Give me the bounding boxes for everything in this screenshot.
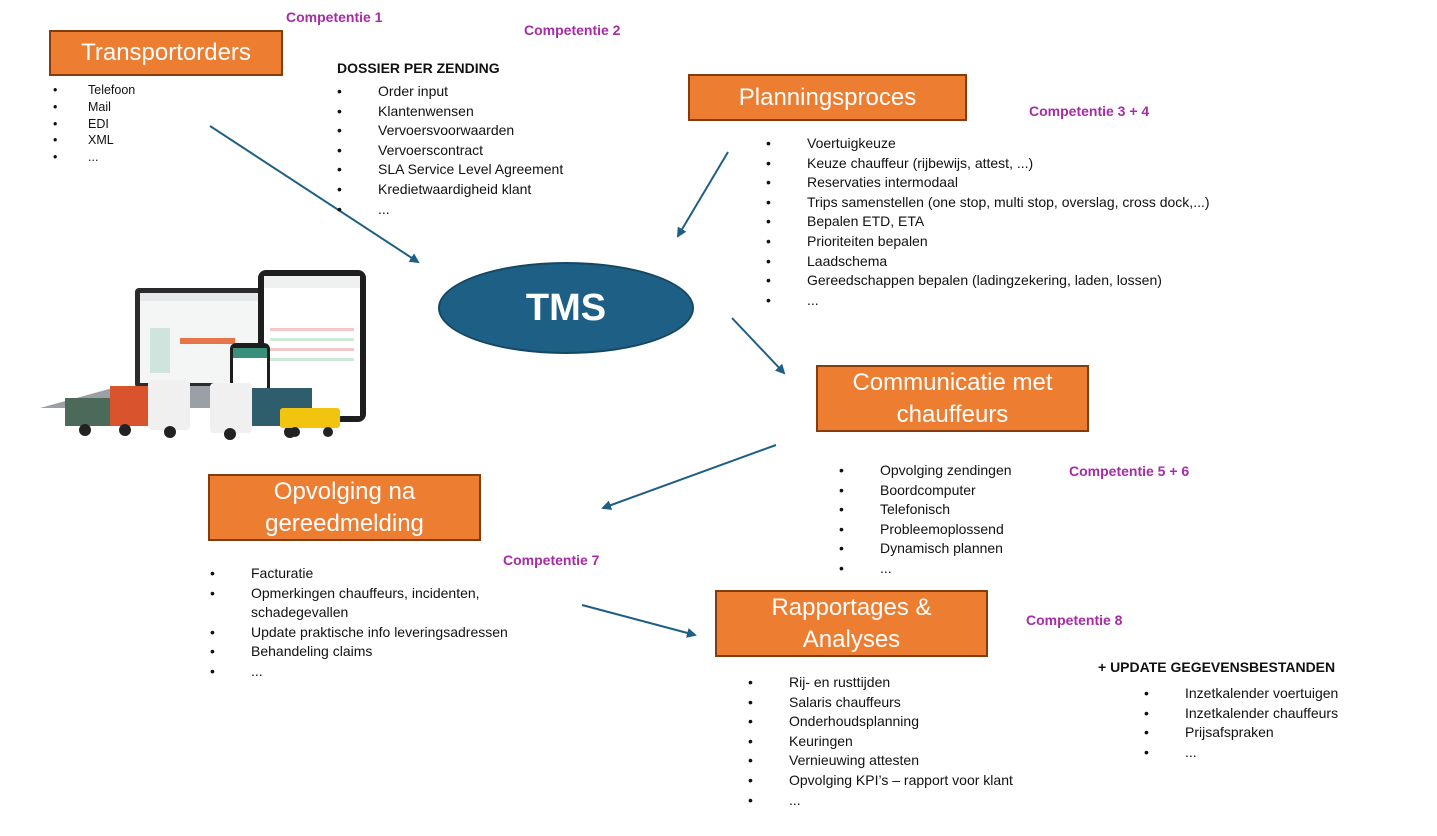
competence-7-label: Competentie 7 [503,552,600,568]
list-item: Vervoerscontract [337,141,563,161]
list-item: Boordcomputer [839,481,1012,501]
update-list: Inzetkalender voertuigen Inzetkalender c… [1144,684,1338,762]
tms-devices-trucks-illustration [40,270,366,440]
arrow-planning-to-tms [676,151,729,238]
planningsproces-title: Planningsproces [738,83,917,111]
arrow-communicatie-to-opvolging [601,444,777,510]
competence-2-label: Competentie 2 [524,22,621,38]
list-item: Salaris chauffeurs [748,693,1013,713]
list-item: ... [337,200,563,220]
planning-list: Voertuigkeuze Keuze chauffeur (rijbewijs… [766,134,1210,310]
opvolging-box: Opvolging na gereedmelding [208,474,481,541]
rapportages-list: Rij- en rusttijden Salaris chauffeurs On… [748,673,1013,810]
list-item: Probleemoplossend [839,520,1012,540]
list-item: Update praktische info leveringsadressen [210,623,508,643]
list-item: Inzetkalender voertuigen [1144,684,1338,704]
arrow-tms-to-communicatie [731,317,786,375]
competence-3-4-label: Competentie 3 + 4 [1029,103,1150,119]
update-heading: + UPDATE GEGEVENSBESTANDEN [1098,659,1336,675]
list-item: Onderhoudsplanning [748,712,1013,732]
list-item: Kredietwaardigheid klant [337,180,563,200]
tms-label: TMS [525,286,607,329]
arrow-opvolging-to-rapportages [581,604,697,638]
list-item-continuation: schadegevallen [251,604,349,621]
competence-8-label: Competentie 8 [1026,612,1123,628]
opvolging-title-line2: gereedmelding [265,509,424,537]
list-item: Bepalen ETD, ETA [766,212,1210,232]
list-item: Keuringen [748,732,1013,752]
list-item: ... [748,791,1013,811]
truck-icon [65,380,340,440]
transportorders-box: Transportorders [49,30,283,76]
list-item: XML [53,132,135,149]
list-item: Order input [337,82,563,102]
list-item: Prioriteiten bepalen [766,232,1210,252]
list-item: ... [839,559,1012,579]
list-item: ... [210,662,508,682]
list-item: Klantenwensen [337,102,563,122]
planningsproces-box: Planningsproces [688,74,967,121]
list-item: Mail [53,99,135,116]
list-item: Voertuigkeuze [766,134,1210,154]
transportorders-list: Telefoon Mail EDI XML ... [53,82,135,166]
tms-ellipse: TMS [438,262,694,354]
list-item: Gereedschappen bepalen (ladingzekering, … [766,271,1210,291]
list-item: Dynamisch plannen [839,539,1012,559]
list-item: EDI [53,116,135,133]
list-item: Laadschema [766,252,1210,272]
list-item: Opvolging zendingen [839,461,1012,481]
list-item: ... [766,291,1210,311]
communicatie-list: Opvolging zendingen Boordcomputer Telefo… [839,461,1012,579]
list-item: Rij- en rusttijden [748,673,1013,693]
list-item: Keuze chauffeur (rijbewijs, attest, ...) [766,154,1210,174]
communicatie-title-line2: chauffeurs [896,400,1009,428]
rapportages-box: Rapportages & Analyses [715,590,988,657]
transportorders-title: Transportorders [81,39,251,66]
list-item: Vervoersvoorwaarden [337,121,563,141]
rapportages-title-line2: Analyses [802,625,901,653]
list-item: Reservaties intermodaal [766,173,1210,193]
list-item: Prijsafspraken [1144,723,1338,743]
list-item: Telefonisch [839,500,1012,520]
rapportages-title-line1: Rapportages & [771,593,932,621]
list-item: Opvolging KPI’s – rapport voor klant [748,771,1013,791]
list-item: Inzetkalender chauffeurs [1144,704,1338,724]
list-item: Behandeling claims [210,642,508,662]
list-item: ... [1144,743,1338,763]
list-item: SLA Service Level Agreement [337,160,563,180]
list-item: Vernieuwing attesten [748,751,1013,771]
list-item: Trips samenstellen (one stop, multi stop… [766,193,1210,213]
communicatie-title-line1: Communicatie met [852,368,1053,396]
opvolging-list: Facturatie Opmerkingen chauffeurs, incid… [210,564,508,682]
list-item: ... [53,149,135,166]
dossier-heading: DOSSIER PER ZENDING [337,60,500,76]
dossier-list: Order input Klantenwensen Vervoersvoorwa… [337,82,563,219]
competence-1-label: Competentie 1 [286,9,383,25]
list-item: Telefoon [53,82,135,99]
list-item: Opmerkingen chauffeurs, incidenten, [210,584,508,604]
opvolging-title-line1: Opvolging na [273,477,416,505]
list-item: Facturatie [210,564,508,584]
communicatie-box: Communicatie met chauffeurs [816,365,1089,432]
competence-5-6-label: Competentie 5 + 6 [1069,463,1190,479]
